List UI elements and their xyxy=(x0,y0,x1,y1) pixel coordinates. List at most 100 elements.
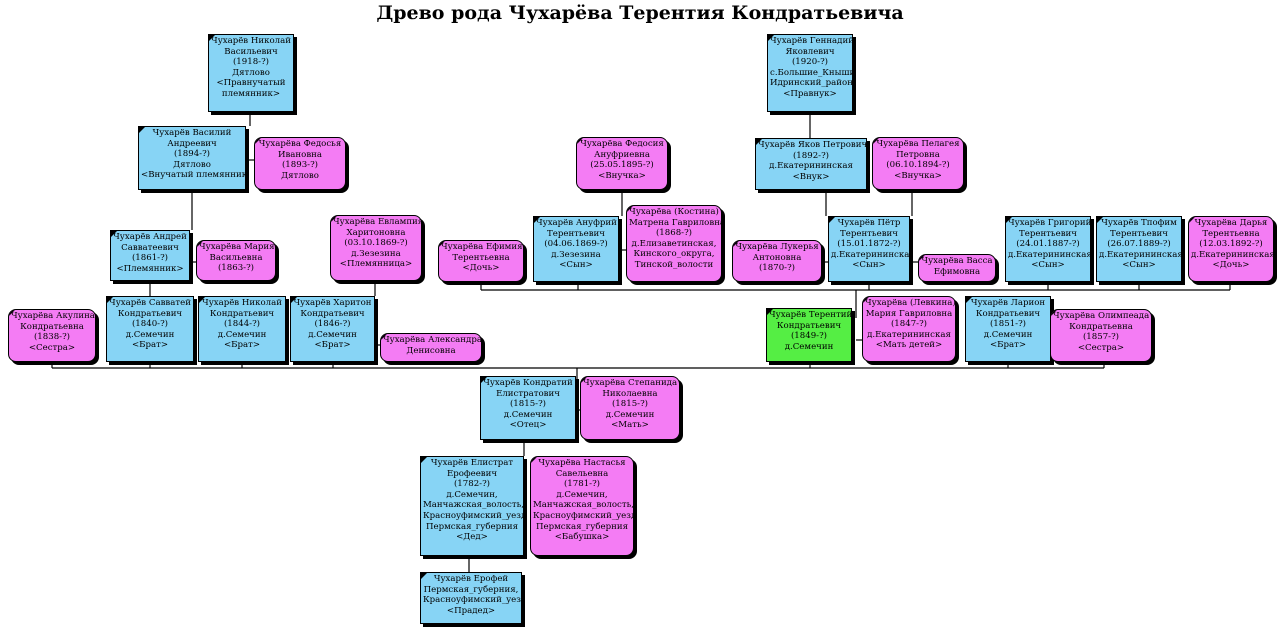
person-detail: <Прадед> xyxy=(446,605,496,616)
person-detail: д.Зезезина xyxy=(551,249,601,260)
person-name: Чухарёва (Костина) xyxy=(629,207,719,217)
person-detail: Васильевич xyxy=(224,46,278,57)
person-box[interactable]: Чухарёва (Костина)Матрена Гавриловна(186… xyxy=(626,205,722,282)
corner-marker-icon xyxy=(873,138,879,144)
person-detail: д.Екатерининская xyxy=(769,161,853,172)
person-detail: <Сын> xyxy=(1122,260,1156,271)
corner-marker-icon xyxy=(534,217,540,223)
person-detail: д.Зезезина xyxy=(351,248,401,259)
person-detail: <Брат> xyxy=(989,340,1027,351)
person-detail: <Дочь> xyxy=(1212,260,1250,271)
person-detail: (1893-?) xyxy=(281,160,319,171)
person-name: Чухарёв Елистрат xyxy=(430,458,514,468)
person-detail: Тинской_волости xyxy=(634,259,714,270)
person-detail: д.Семечин xyxy=(217,329,267,340)
person-detail: Дятлово xyxy=(173,159,211,170)
person-detail: <Племянник> xyxy=(116,263,184,274)
person-detail: (1857-?) xyxy=(1082,332,1120,343)
person-detail: (1782-?) xyxy=(453,479,491,490)
person-name: Чухарёв Савватей xyxy=(109,298,191,308)
corner-marker-icon xyxy=(197,241,203,247)
person-detail: <Сын> xyxy=(1031,260,1065,271)
person-detail: Терентьевич xyxy=(840,228,898,239)
corner-marker-icon xyxy=(1189,217,1195,223)
person-detail: Кинского_округа, xyxy=(633,249,715,260)
person-detail: с.Большие_Кныши xyxy=(770,67,853,78)
corner-marker-icon xyxy=(1006,217,1012,223)
person-name: Чухарёв Пётр xyxy=(837,218,901,228)
person-detail: (1863-?) xyxy=(217,263,255,274)
corner-marker-icon xyxy=(531,457,537,463)
person-detail: Антоновна xyxy=(752,252,802,263)
person-name: Чухарёв Николай xyxy=(211,36,291,46)
person-name: Чухарёв Яков Петрович xyxy=(758,140,867,150)
person-detail: д.Семечин xyxy=(503,409,553,420)
person-detail: (1838-?) xyxy=(33,332,71,343)
person-detail: <Правнук> xyxy=(783,88,837,99)
person-detail: Кондратьевич xyxy=(975,308,1041,319)
corner-marker-icon xyxy=(733,241,739,247)
person-detail: Петровна xyxy=(896,149,940,160)
corner-marker-icon xyxy=(111,231,117,237)
person-detail: Терентьевич xyxy=(1110,228,1168,239)
person-detail: <Отец> xyxy=(509,420,547,431)
corner-marker-icon xyxy=(863,297,869,303)
person-name: Чухарёва Федосия xyxy=(580,139,664,149)
corner-marker-icon xyxy=(199,297,205,303)
corner-marker-icon xyxy=(577,138,583,144)
corner-marker-icon xyxy=(481,377,487,383)
person-name: Чухарёв Ларион xyxy=(970,298,1046,308)
person-box[interactable]: Чухарёва (Левкина)Мария Гавриловна(1847-… xyxy=(862,296,956,362)
person-detail: (26.07.1889-?) xyxy=(1107,239,1171,250)
person-detail: Дятлово xyxy=(281,170,319,181)
person-box[interactable]: Чухарёв Яков Петрович(1892-?)д.Екатерини… xyxy=(755,138,867,190)
person-detail: д.Екатерининская xyxy=(1191,249,1274,260)
person-detail: Николаевна xyxy=(602,388,658,399)
person-detail: д.Семечин, xyxy=(556,489,608,500)
person-detail: Савватеевич xyxy=(121,242,179,253)
person-detail: Красноуфимский_уезд, xyxy=(423,510,524,521)
corner-marker-icon xyxy=(627,206,633,212)
person-detail: Красноуфимский_уезд, xyxy=(533,510,634,521)
person-detail: д.Екатерининская xyxy=(1099,249,1182,260)
person-detail: Кондратьевич xyxy=(300,308,365,319)
person-detail: (1815-?) xyxy=(509,399,547,410)
person-detail: Кондратьевич xyxy=(209,308,275,319)
person-detail: (06.10.1894-?) xyxy=(886,160,950,171)
person-name: Чухарёв Терентий xyxy=(769,310,852,320)
person-detail: д.Семечин xyxy=(983,329,1033,340)
person-detail: д.Семечин xyxy=(125,329,175,340)
corner-marker-icon xyxy=(421,457,427,463)
corner-marker-icon xyxy=(1051,310,1057,316)
